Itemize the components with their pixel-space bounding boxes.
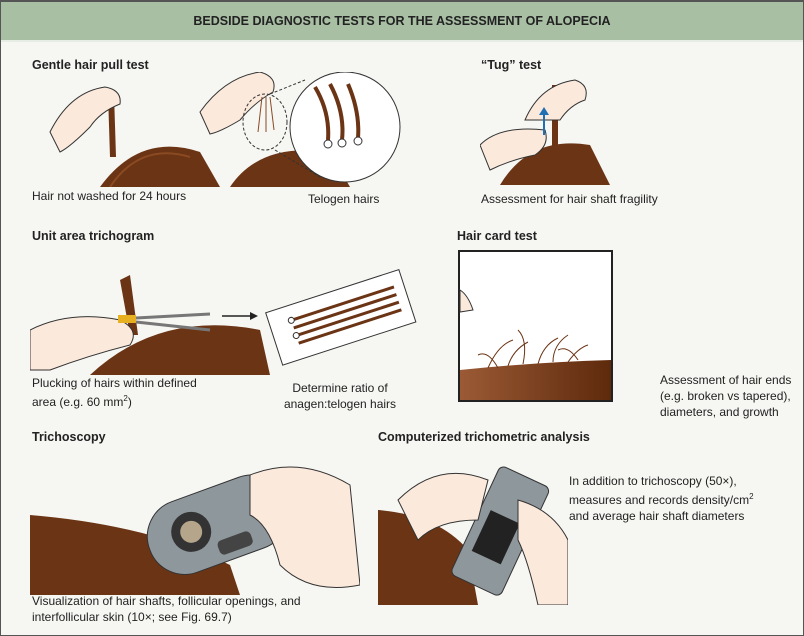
- caption-card-line2: (e.g. broken vs tapered),: [660, 389, 791, 403]
- hair-card-illustration: [458, 250, 613, 402]
- caption-hair-shaft-fragility: Assessment for hair shaft fragility: [481, 192, 658, 206]
- caption-card-line3: diameters, and growth: [660, 405, 779, 419]
- hair-pull-illustration: [49, 72, 401, 187]
- caption-trichoscopy: Visualization of hair shafts, follicular…: [32, 593, 301, 625]
- caption-plucking-line2: area (e.g. 60 mm: [32, 395, 124, 409]
- caption-ratio-line2: anagen:telogen hairs: [283, 397, 397, 411]
- heading-hair-card-test: Hair card test: [457, 229, 537, 243]
- caption-computerized-sup: 2: [749, 492, 754, 501]
- heading-hair-pull-test: Gentle hair pull test: [32, 58, 149, 72]
- heading-tug-test: “Tug” test: [481, 58, 542, 72]
- caption-plucking-hairs: Plucking of hairs within defined area (e…: [32, 375, 197, 410]
- caption-hair-card: Assessment of hair ends (e.g. broken vs …: [660, 372, 791, 420]
- caption-trichoscopy-line1: Visualization of hair shafts, follicular…: [32, 594, 301, 608]
- heading-trichoscopy: Trichoscopy: [32, 430, 106, 444]
- caption-computerized-line1: In addition to trichoscopy (50×),: [569, 474, 737, 488]
- tug-test-illustration: [480, 79, 610, 185]
- trichoscopy-illustration: [30, 466, 360, 595]
- caption-plucking-end: ): [127, 395, 132, 409]
- figure-title: BEDSIDE DIAGNOSTIC TESTS FOR THE ASSESSM…: [1, 2, 803, 42]
- caption-anagen-telogen-ratio: Determine ratio of anagen:telogen hairs: [280, 380, 400, 412]
- caption-hair-not-washed: Hair not washed for 24 hours: [32, 189, 187, 203]
- caption-computerized-line3: and average hair shaft diameters: [569, 509, 745, 523]
- caption-trichoscopy-line2: interfollicular skin (10×; see Fig. 69.7…: [32, 610, 232, 624]
- caption-plucking-sup: 2: [123, 394, 128, 403]
- caption-computerized-line2: measures and records density/cm: [569, 493, 750, 507]
- caption-telogen-hairs: Telogen hairs: [308, 192, 380, 206]
- caption-card-line1: Assessment of hair ends: [660, 373, 792, 387]
- heading-computerized-trichometric-analysis: Computerized trichometric analysis: [378, 430, 590, 444]
- caption-plucking-line1: Plucking of hairs within defined: [32, 376, 197, 390]
- heading-unit-area-trichogram: Unit area trichogram: [32, 229, 155, 243]
- caption-computerized: In addition to trichoscopy (50×), measur…: [569, 473, 754, 524]
- trichogram-illustration: [30, 268, 417, 375]
- trichometric-device-illustration: [378, 466, 568, 605]
- caption-ratio-line1: Determine ratio of: [292, 381, 388, 395]
